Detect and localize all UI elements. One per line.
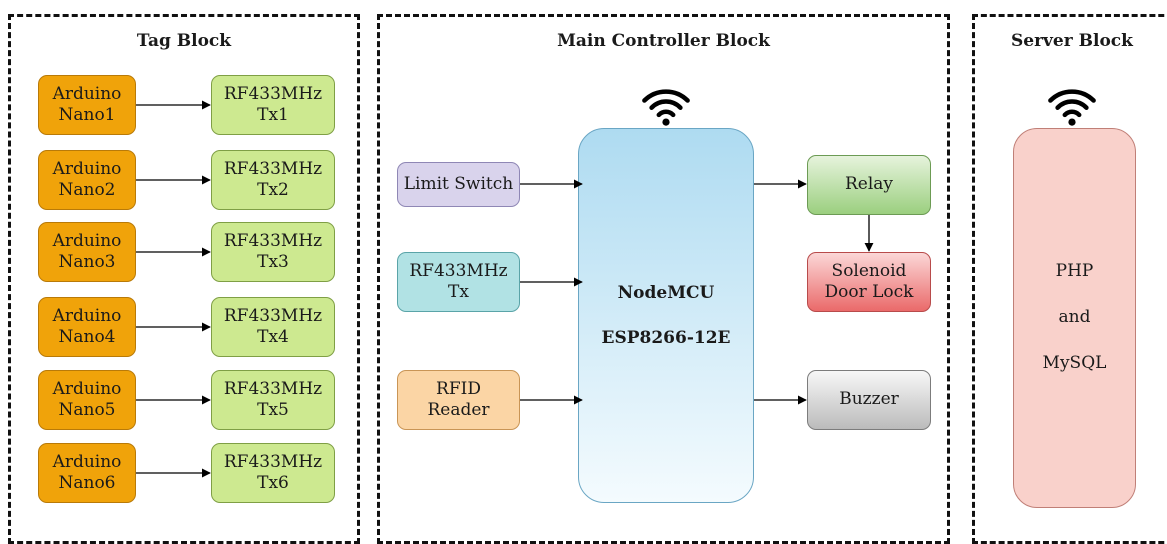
arduino-nano2: Arduino Nano2 (38, 150, 136, 210)
rf433mhz-tx4: RF433MHz Tx4 (211, 297, 335, 357)
controller-model: ESP8266-12E (601, 327, 731, 348)
connector-layer (136, 100, 874, 478)
rf433mhz-tx2: RF433MHz Tx2 (211, 150, 335, 210)
arduino-nano6: Arduino Nano6 (38, 443, 136, 503)
limit-switch-box: Limit Switch (397, 162, 520, 207)
rf433mhz-tx-input-box: RF433MHz Tx (397, 252, 520, 312)
buzzer-box: Buzzer (807, 370, 931, 430)
server-block-title: Server Block (1011, 31, 1133, 51)
wifi-icon (1048, 89, 1096, 126)
arduino-nano4: Arduino Nano4 (38, 297, 136, 357)
arduino-nano3: Arduino Nano3 (38, 222, 136, 282)
wifi-icon (642, 89, 690, 126)
server-line-mysql: MySQL (1042, 352, 1107, 373)
tag-block-title: Tag Block (136, 31, 232, 51)
server-line-php: PHP (1055, 261, 1094, 282)
rf433mhz-tx6: RF433MHz Tx6 (211, 443, 335, 503)
relay-box: Relay (807, 155, 931, 215)
rf433mhz-tx3: RF433MHz Tx3 (211, 222, 335, 282)
server-php-mysql: PHP and MySQL (1013, 128, 1136, 508)
arduino-nano5: Arduino Nano5 (38, 370, 136, 430)
rf433mhz-tx1: RF433MHz Tx1 (211, 75, 335, 135)
arduino-nano1: Arduino Nano1 (38, 75, 136, 135)
main-controller-block-title: Main Controller Block (557, 31, 770, 51)
controller-name: NodeMCU (617, 283, 715, 304)
rf433mhz-tx5: RF433MHz Tx5 (211, 370, 335, 430)
nodemcu-controller: NodeMCU ESP8266-12E (578, 128, 754, 503)
rfid-reader-box: RFID Reader (397, 370, 520, 430)
server-line-and: and (1058, 307, 1091, 328)
solenoid-door-lock-box: Solenoid Door Lock (807, 252, 931, 312)
